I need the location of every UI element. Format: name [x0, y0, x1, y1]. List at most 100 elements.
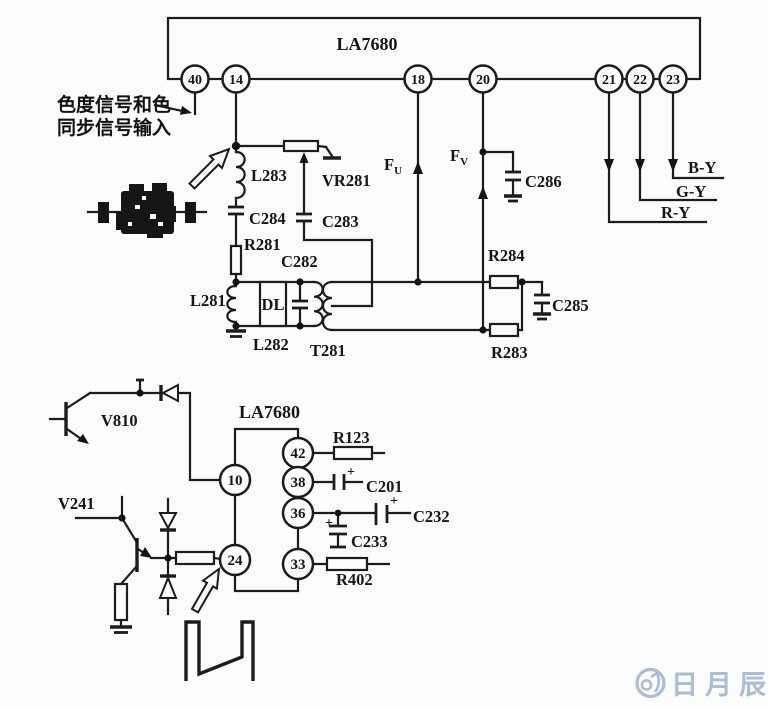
annotation-line1: 色度信号和色 — [57, 93, 171, 116]
label-c284: C284 — [249, 209, 286, 228]
pin-40 — [180, 64, 210, 94]
pin-22 — [625, 64, 655, 94]
arrow-up-fu — [413, 161, 423, 174]
diode-upper-triangle — [158, 512, 178, 531]
filter-bump — [129, 184, 144, 198]
c232-polarity: + — [390, 494, 398, 509]
pin-23 — [658, 64, 688, 94]
tank-circuit: L281 DL L282 C282 — [190, 252, 318, 354]
label-l283: L283 — [251, 166, 287, 185]
label-c233: C233 — [351, 532, 388, 551]
pin-10 — [218, 463, 252, 497]
pin-40-label: 40 — [188, 73, 202, 88]
resistor-r281: R281 — [229, 235, 281, 284]
top-junctions — [231, 141, 526, 334]
resistor-pin24 — [174, 550, 216, 566]
ic-label-bottom: LA7680 — [239, 402, 300, 422]
junction — [479, 148, 487, 156]
watermark: 日月辰 — [635, 667, 768, 701]
pin-20-label: 20 — [476, 73, 490, 88]
wire-pin21-ry — [607, 90, 708, 224]
pointer-arrow-pin24 — [190, 566, 221, 614]
label-r123: R123 — [333, 428, 370, 447]
top-pins: 40 14 18 20 21 22 23 — [180, 64, 688, 94]
filter-bump — [147, 228, 163, 238]
v810-collector — [65, 391, 92, 410]
filter-speckle — [150, 214, 156, 219]
junction — [334, 509, 342, 517]
ic-box-top — [166, 16, 702, 81]
fu-sub: U — [394, 165, 402, 177]
junction — [118, 514, 126, 522]
c201-polarity: + — [347, 465, 355, 480]
label-r284: R284 — [488, 246, 525, 265]
arrow-down-pin22 — [635, 159, 645, 172]
pin-10-label: 10 — [228, 473, 243, 489]
pin-18-label: 18 — [411, 73, 425, 88]
top-ic-block: LA7680 — [166, 16, 702, 81]
pin-21 — [594, 64, 624, 94]
label-c282: C282 — [281, 252, 318, 271]
diode-triangle — [160, 383, 179, 403]
r402-body — [325, 556, 369, 572]
junction — [414, 278, 422, 286]
v241-emitter-arrow — [140, 547, 152, 558]
label-c201: C201 — [366, 477, 403, 496]
bottom-pins: 10 24 42 38 36 33 — [218, 436, 315, 581]
annotation-arrow-head — [179, 105, 192, 115]
t281-primary-coil — [312, 280, 324, 328]
junction — [164, 554, 172, 562]
transistor-v241-branch: V241 — [58, 494, 223, 634]
wire-pin22-gy — [638, 90, 718, 202]
transformer-t281: T281 — [310, 280, 374, 360]
resistor-r402: R402 — [311, 556, 391, 589]
r281-body — [229, 244, 243, 276]
junction — [296, 322, 304, 330]
fv-sub: V — [460, 156, 468, 168]
delay-line-dl — [258, 280, 288, 328]
label-c285: C285 — [552, 296, 589, 315]
v241-collector — [120, 516, 138, 543]
sync-pulse-waveform — [184, 620, 255, 681]
arrow-down-pin23 — [668, 159, 678, 172]
pin-18 — [403, 64, 433, 94]
pin-36-label: 36 — [291, 506, 307, 522]
label-v241: V241 — [58, 494, 95, 513]
pin-22-label: 22 — [633, 73, 647, 88]
pin-20 — [468, 64, 498, 94]
junction — [232, 322, 240, 330]
filter-speckle — [135, 205, 140, 209]
potentiometer-vr281: VR281 — [234, 139, 371, 216]
c233-polarity: + — [325, 516, 333, 531]
junction — [136, 389, 144, 397]
arrow-up-fv — [478, 186, 488, 199]
junction — [232, 278, 240, 286]
label-r283: R283 — [491, 343, 528, 362]
filter-terminal-left — [98, 202, 109, 223]
pin-24 — [218, 543, 252, 577]
pin-21-label: 21 — [602, 73, 616, 88]
l283-coil — [234, 150, 246, 200]
vr281-wiper-arrow — [299, 152, 309, 163]
filter-terminal-right — [185, 202, 196, 223]
label-b-y: B-Y — [688, 158, 717, 177]
capacitor-c283: C283 — [296, 212, 374, 308]
t281-secondary-coil — [321, 280, 334, 332]
watermark-text: 日月辰 — [671, 670, 768, 701]
arrow-down-pin21 — [604, 159, 614, 172]
filter-speckle — [158, 222, 163, 226]
label-v810: V810 — [101, 411, 138, 430]
label-l281: L281 — [190, 291, 226, 310]
top-pin-leads — [193, 90, 725, 332]
pin-14-label: 14 — [229, 73, 243, 88]
pin-42-label: 42 — [291, 446, 306, 462]
transistor-v810-branch: V810 — [48, 378, 222, 482]
label-dl: DL — [262, 295, 285, 314]
vr281-ground-drop — [324, 145, 334, 158]
label-r402: R402 — [336, 570, 373, 589]
inductor-l283: L283 — [234, 144, 287, 209]
pin-14 — [221, 64, 251, 94]
vr281-body — [282, 139, 320, 153]
fu-base: F — [384, 155, 394, 174]
